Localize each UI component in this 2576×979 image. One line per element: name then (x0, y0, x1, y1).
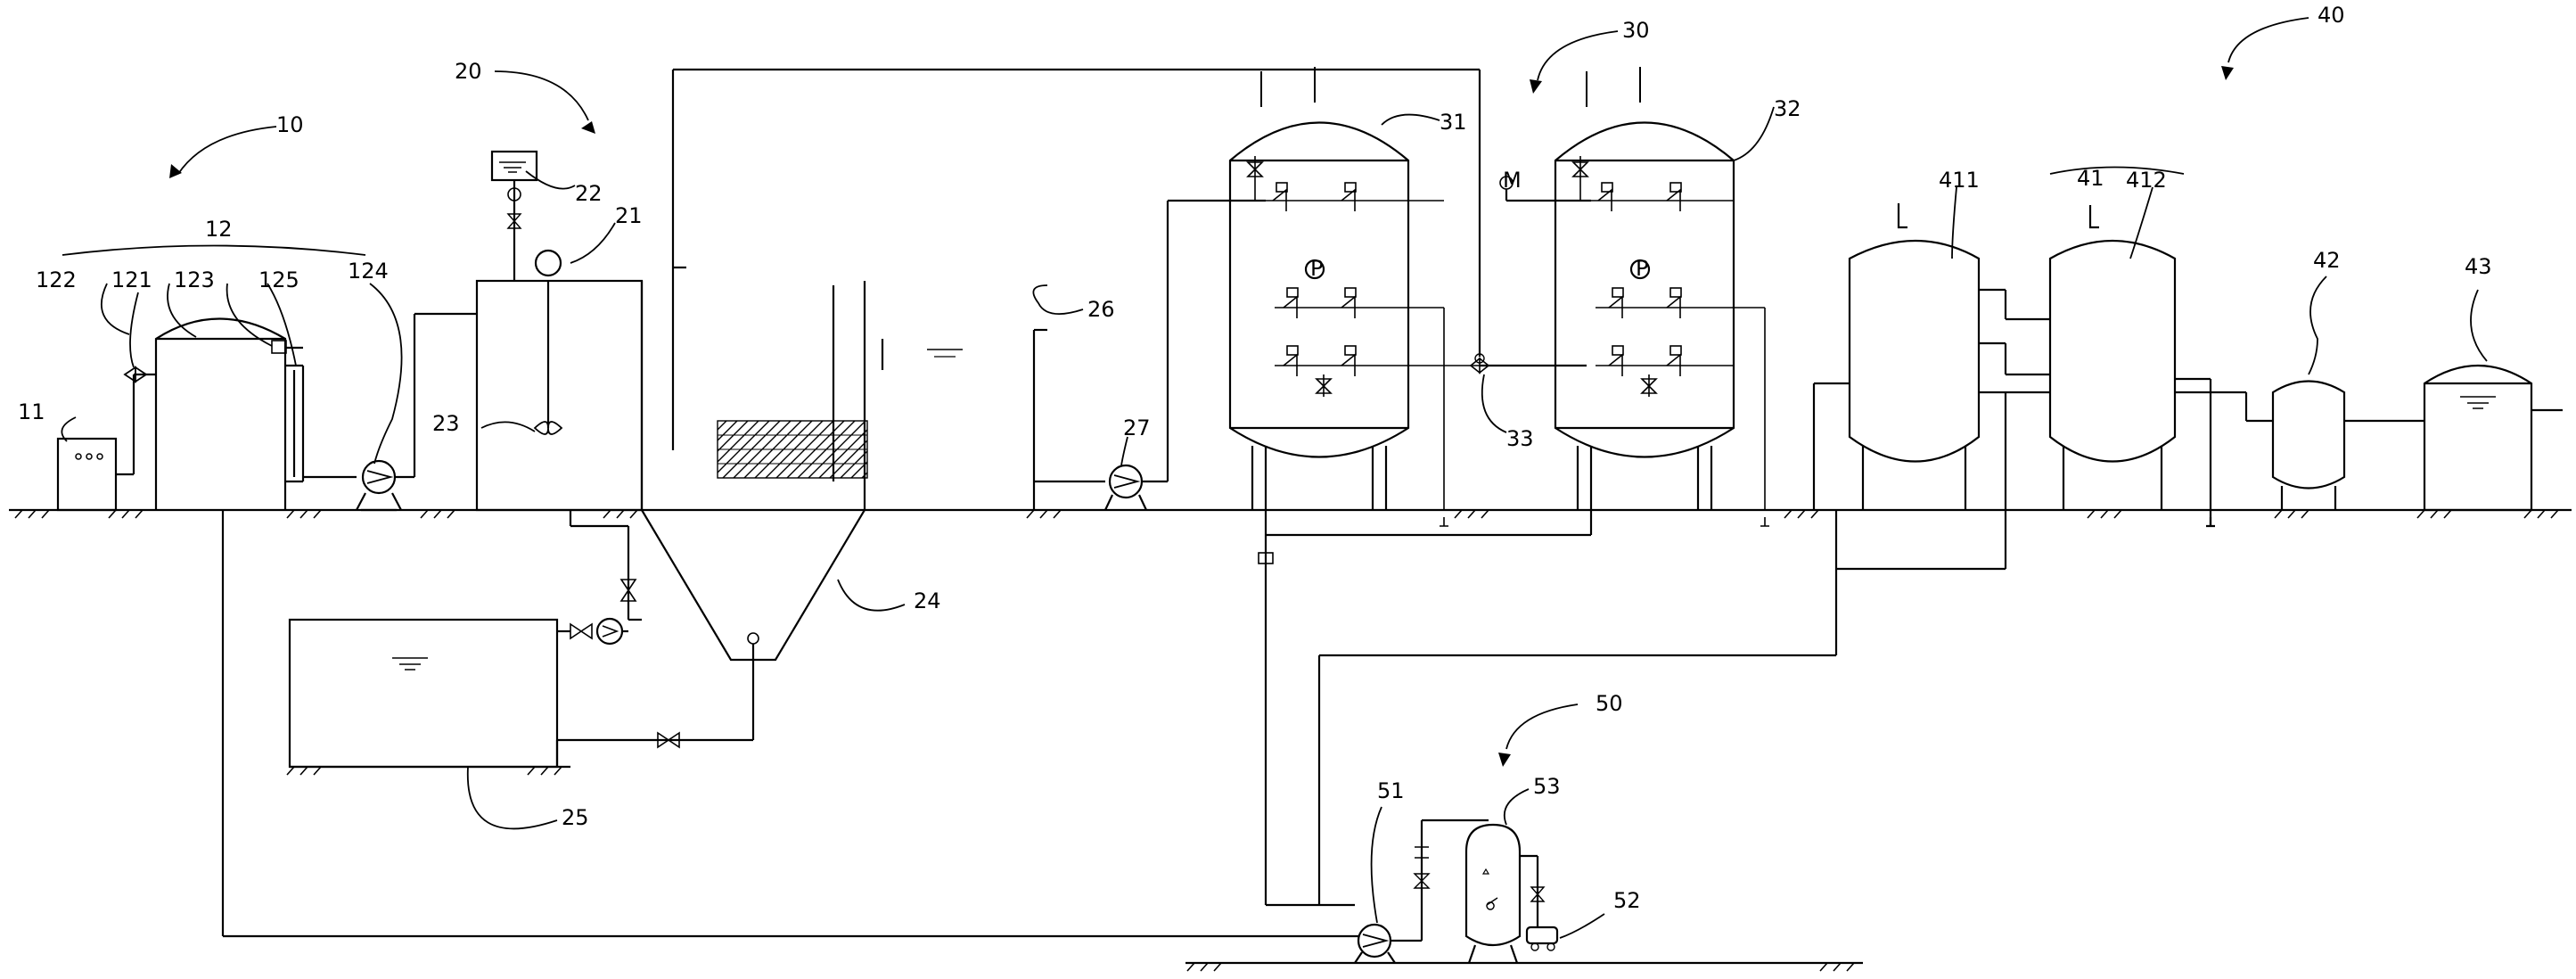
label-122: 122 (36, 267, 77, 292)
tank-12 (154, 317, 287, 510)
filter-31 (1228, 121, 1410, 458)
unit-40-tanks (1317, 203, 2563, 905)
tank-21 (475, 279, 644, 512)
clarifier-24 (640, 281, 866, 662)
label-411: 411 (1939, 168, 1980, 193)
arrow-40 (2227, 17, 2309, 63)
gauge-p-31: P (1310, 256, 1323, 281)
arrow-30 (1537, 30, 1619, 81)
unit-20-treatment (288, 68, 1481, 769)
sludge-tank-25 (288, 618, 559, 769)
tank-43 (2423, 364, 2533, 512)
label-23: 23 (432, 411, 460, 436)
label-26: 26 (1087, 297, 1115, 322)
motor-21 (534, 249, 562, 277)
tank-42 (2271, 380, 2346, 490)
label-412: 412 (2126, 168, 2167, 193)
label-32: 32 (1774, 96, 1801, 121)
arrow-20 (494, 70, 589, 121)
filter-32 (1554, 121, 1735, 458)
agitator-23 (533, 421, 563, 435)
valve-20b (657, 731, 680, 749)
label-11: 11 (18, 399, 45, 424)
label-52: 52 (1613, 888, 1641, 913)
label-125: 125 (258, 267, 299, 292)
valve-20a (619, 579, 637, 602)
label-51: 51 (1377, 778, 1405, 803)
label-20: 20 (455, 59, 482, 84)
gauge-m-33: M (1503, 168, 1522, 193)
label-22: 22 (575, 181, 603, 206)
label-33: 33 (1506, 426, 1534, 451)
label-42: 42 (2313, 248, 2341, 273)
lamella-packing (717, 420, 868, 479)
label-27: 27 (1123, 415, 1151, 440)
label-40: 40 (2318, 3, 2345, 28)
unit-30-filters: P M P (1228, 67, 1769, 905)
leader-lines (61, 17, 2488, 939)
controller-11 (56, 437, 118, 512)
labels: 10 11 12 121 122 123 124 125 20 21 22 23… (18, 3, 2492, 913)
ground-lines (9, 508, 2572, 972)
label-31: 31 (1440, 110, 1467, 135)
label-12: 12 (205, 217, 233, 242)
unit-50-backwash (221, 510, 1559, 964)
dosing-tank-22 (490, 150, 538, 182)
label-24: 24 (914, 588, 941, 613)
vessel-53 (1464, 823, 1522, 946)
label-30: 30 (1622, 18, 1650, 43)
tank-412 (2048, 240, 2177, 463)
gauge-p-32: P (1636, 256, 1648, 281)
compressor-52 (1525, 926, 1559, 945)
label-43: 43 (2465, 254, 2492, 279)
label-121: 121 (111, 267, 152, 292)
label-124: 124 (348, 259, 389, 284)
label-21: 21 (615, 203, 643, 228)
unit-10-electrolysis (56, 312, 477, 512)
label-10: 10 (276, 112, 304, 137)
label-50: 50 (1596, 691, 1623, 716)
label-25: 25 (562, 805, 589, 830)
arrow-10 (177, 126, 277, 175)
label-53: 53 (1533, 774, 1561, 799)
tank-411 (1848, 240, 1981, 463)
arrow-50 (1505, 703, 1579, 750)
valve-122 (123, 366, 148, 383)
label-41: 41 (2077, 166, 2104, 191)
label-123: 123 (174, 267, 215, 292)
